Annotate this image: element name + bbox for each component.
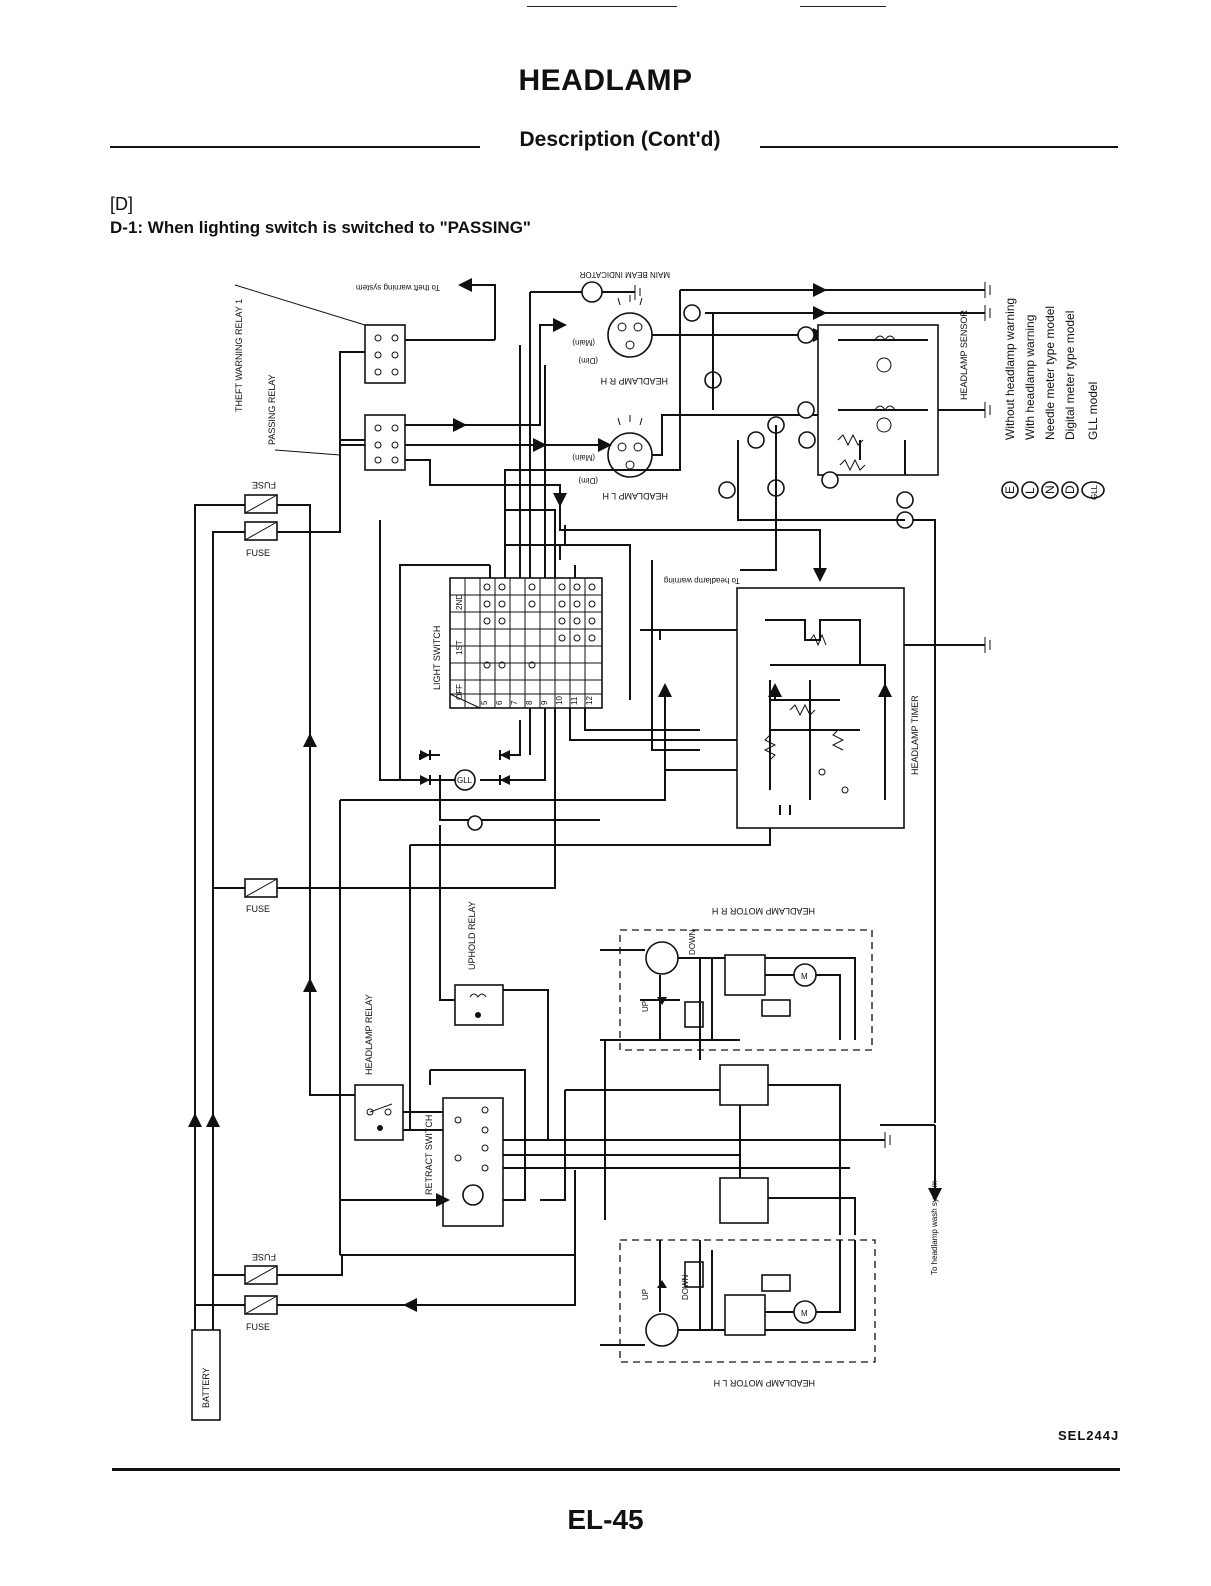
motor-lh-up: UP <box>641 1289 650 1300</box>
headlamp-relay <box>354 1084 404 1141</box>
light-switch-terminals: 5 6 7 8 9 10 11 12 <box>480 696 594 705</box>
gll-connector <box>454 769 476 791</box>
passing-relay-label: PASSING RELAY <box>267 374 277 445</box>
subtitle-row: Description (Cont'd) <box>110 126 1118 160</box>
terminal-label: 6 <box>495 700 504 705</box>
legend-text: With headlamp warning <box>1023 315 1037 440</box>
motor-rh-symbol: M <box>801 972 808 981</box>
gll-symbol: GLL <box>457 776 473 785</box>
legend-symbol: D <box>1063 485 1077 494</box>
switch-position-label: 1ST <box>455 640 464 655</box>
theft-system-note: To theft warning system <box>356 283 440 292</box>
motor-lh-symbol: M <box>801 1309 808 1318</box>
legend-symbol: N <box>1043 485 1057 494</box>
headlamp-motor-rh-label: HEADLAMP MOTOR R H <box>712 906 815 916</box>
headlamp-sensor <box>817 324 939 476</box>
terminal-label: 10 <box>555 696 564 705</box>
main-beam-indicator <box>581 281 603 303</box>
motor-rh-up: UP <box>641 1001 650 1012</box>
motor-rh-down: DOWN <box>688 929 697 955</box>
light-switch-table <box>449 577 603 709</box>
switch-position-label: OFF <box>455 684 464 700</box>
legend-text: Needle meter type model <box>1043 306 1057 440</box>
fuses <box>244 494 278 1315</box>
uphold-relay-label: UPHOLD RELAY <box>467 901 477 970</box>
headlamp-relay-label: HEADLAMP RELAY <box>364 994 374 1075</box>
figure-code: SEL244J <box>1058 1428 1120 1443</box>
fuse-label: FUSE <box>246 904 270 914</box>
headlamp-lh-dim: (Dim) <box>578 476 598 485</box>
legend-symbol: E <box>1003 486 1017 494</box>
terminal-label: 12 <box>585 696 594 705</box>
headlamp-lh-main: (Main) <box>572 453 595 462</box>
headlamp-rh-main: (Main) <box>572 338 595 347</box>
light-switch-label: LIGHT SWITCH <box>432 626 442 690</box>
wash-system-note: To headlamp wash system <box>930 1180 939 1275</box>
legend-text: GLL model <box>1086 382 1100 440</box>
motor-relays <box>719 1064 856 1235</box>
headlamp-timer <box>736 587 991 829</box>
headlamp-rh-label: HEADLAMP R H <box>601 376 668 386</box>
passing-relay <box>364 414 406 471</box>
section-label: [D] <box>110 194 134 214</box>
motor-lh-internals <box>600 1240 856 1347</box>
headlamp-timer-label: HEADLAMP TIMER <box>910 695 920 775</box>
light-switch-positions: OFF 1ST 2ND <box>455 594 464 700</box>
headlamp-lh <box>607 415 653 478</box>
headlamp-rh-dim: (Dim) <box>578 356 598 365</box>
retract-switch-label: RETRACT SWITCH <box>424 1115 434 1195</box>
bottom-rule <box>112 1468 1120 1471</box>
digital-connector <box>467 815 483 831</box>
legend-text: Without headlamp warning <box>1003 298 1017 440</box>
headlamp-lh-label: HEADLAMP L H <box>602 491 668 501</box>
headlamp-motor-lh-label: HEADLAMP MOTOR L H <box>714 1378 815 1388</box>
page-title: HEADLAMP <box>518 64 693 97</box>
power-bus <box>188 504 245 1330</box>
terminal-label: 5 <box>480 700 489 705</box>
motor-rh-internals <box>600 941 856 1060</box>
headlamp-rh <box>607 295 653 358</box>
motor-control-wiring <box>309 760 935 1312</box>
uphold-relay <box>454 984 504 1026</box>
fuse-label: FUSE <box>246 548 270 558</box>
main-beam-indicator-label: MAIN BEAM INDICATOR <box>579 270 670 279</box>
retract-switch <box>442 1097 504 1227</box>
battery-label: BATTERY <box>201 1367 211 1408</box>
motor-lh-down: DOWN <box>681 1274 690 1300</box>
fuse-label: FUSE <box>252 1252 276 1262</box>
headlamp-warning-note: To headlamp warning <box>664 576 740 585</box>
model-connectors <box>683 304 942 1202</box>
terminal-label: 8 <box>525 700 534 705</box>
headlamp-motor-rh <box>619 929 873 1051</box>
beam-wiring <box>405 282 991 590</box>
top-crop-mark <box>800 6 886 7</box>
model-legend <box>1001 481 1105 499</box>
terminal-label: 9 <box>540 700 549 705</box>
fuse-label: FUSE <box>246 1322 270 1332</box>
section-subtitle: Description (Cont'd) <box>490 128 750 152</box>
headlamp-motor-lh <box>619 1239 876 1363</box>
terminal-label: 7 <box>510 700 519 705</box>
subtitle-rule-right <box>760 146 1118 148</box>
light-switch-contacts <box>483 583 596 669</box>
headlamp-sensor-label: HEADLAMP SENSOR <box>959 310 969 400</box>
legend-text: Digital meter type model <box>1063 311 1077 440</box>
theft-warning-relay <box>364 324 406 384</box>
legend-symbol: GLL <box>1090 484 1099 500</box>
switch-position-label: 2ND <box>455 594 464 610</box>
diodes <box>420 750 510 785</box>
battery <box>191 1329 221 1421</box>
fuse-label: FUSE <box>252 480 276 490</box>
legend-symbol: L <box>1023 487 1037 494</box>
theft-warning-relay-label: THEFT WARNING RELAY 1 <box>234 299 244 412</box>
page-number: EL-45 <box>567 1504 644 1535</box>
subtitle-rule-left <box>110 146 480 148</box>
step-caption: D-1: When lighting switch is switched to… <box>110 218 531 237</box>
terminal-label: 11 <box>570 696 579 705</box>
top-crop-mark <box>527 6 677 7</box>
